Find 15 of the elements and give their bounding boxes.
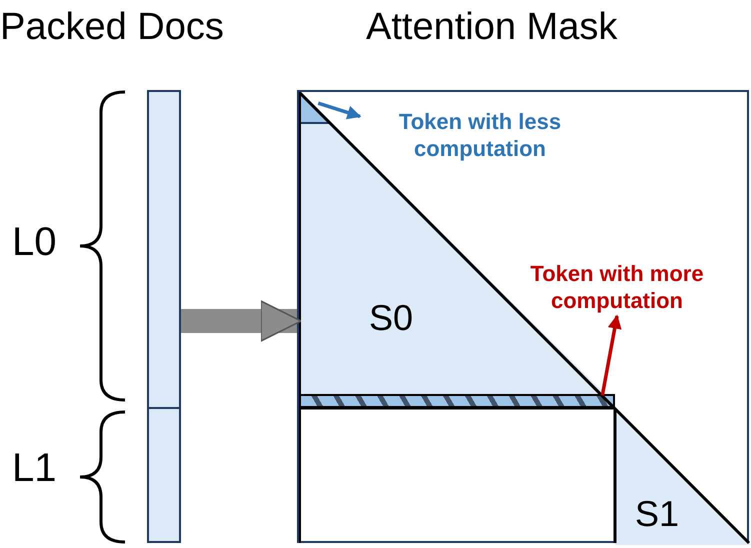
region-label: S1 xyxy=(635,496,680,532)
heading: Packed Docs xyxy=(0,8,224,46)
hatched-token-row xyxy=(299,394,615,408)
arrow xyxy=(318,102,362,120)
heading: Attention Mask xyxy=(366,8,618,46)
document-segment xyxy=(149,407,179,541)
packed-docs-bar xyxy=(147,90,181,543)
segment-label: L0 xyxy=(12,222,56,262)
arrow xyxy=(181,300,302,342)
document-segment xyxy=(149,92,179,407)
annotation-text: Token with less computation xyxy=(398,108,562,162)
segment-label: L1 xyxy=(12,448,56,488)
annotation-text: Token with more computation xyxy=(529,260,705,314)
arrow xyxy=(600,314,622,396)
region-label: S0 xyxy=(369,300,414,336)
